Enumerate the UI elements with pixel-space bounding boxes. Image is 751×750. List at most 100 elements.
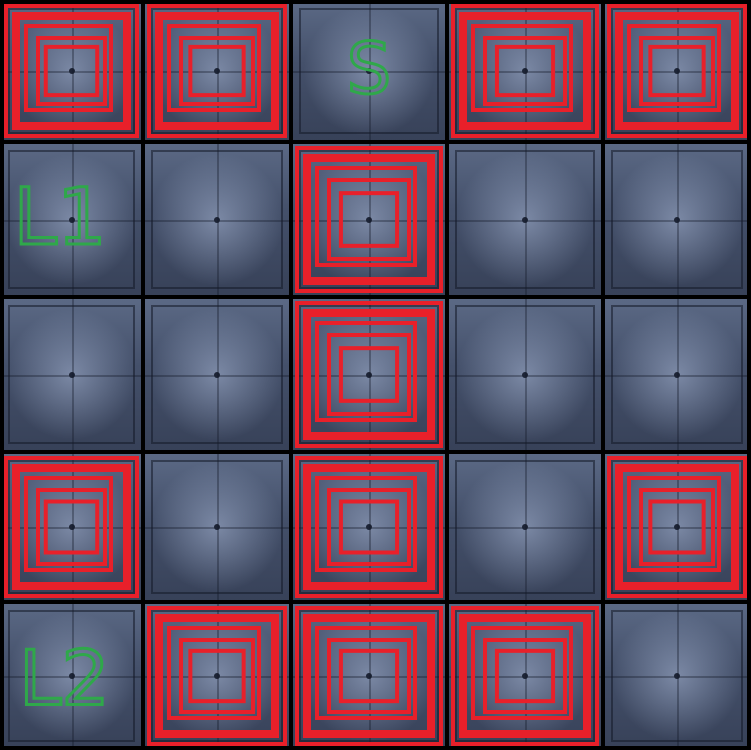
target-ring — [451, 4, 599, 138]
target-ring — [619, 16, 735, 126]
target-ring — [315, 166, 417, 267]
cell-label: S — [347, 28, 391, 110]
target-ring — [303, 309, 435, 440]
target-ring — [16, 468, 127, 586]
grid-line-vertical — [0, 0, 4, 750]
grid-line-vertical — [601, 0, 605, 750]
target-ring — [159, 16, 275, 126]
target-ring — [307, 313, 431, 436]
target-ring — [16, 16, 127, 126]
target-marker — [4, 4, 139, 138]
target-ring — [36, 488, 107, 566]
target-ring — [327, 488, 411, 566]
target-ring — [159, 618, 275, 734]
target-marker — [607, 4, 747, 138]
target-ring — [295, 456, 443, 598]
target-ring — [639, 36, 715, 106]
target-marker — [295, 456, 443, 598]
target-ring — [179, 36, 255, 106]
target-marker — [4, 456, 139, 598]
target-core — [43, 44, 100, 98]
target-ring — [315, 321, 417, 422]
grid-line-vertical — [141, 0, 145, 750]
target-marker — [295, 606, 443, 746]
target-ring — [619, 468, 735, 586]
target-ring — [463, 16, 587, 126]
target-ring — [463, 618, 587, 734]
floor-tile[interactable] — [603, 602, 751, 750]
target-ring — [459, 614, 591, 738]
grid-line-horizontal — [0, 140, 751, 144]
floor-tile[interactable] — [447, 297, 603, 452]
target-ring — [307, 158, 431, 281]
grid-line-horizontal — [0, 600, 751, 604]
target-ring — [179, 638, 255, 714]
target-ring — [36, 36, 107, 106]
grid-line-vertical — [747, 0, 751, 750]
target-ring — [147, 606, 287, 746]
target-ring — [24, 24, 113, 112]
target-ring — [167, 626, 261, 720]
target-ring — [295, 146, 443, 293]
grid-line-vertical — [289, 0, 293, 750]
target-core — [338, 346, 400, 403]
floor-tile[interactable] — [0, 602, 143, 750]
floor-tile[interactable] — [603, 297, 751, 452]
target-ring — [615, 12, 739, 130]
target-marker — [147, 606, 287, 746]
target-ring — [155, 614, 279, 738]
target-ring — [627, 476, 721, 572]
target-ring — [295, 606, 443, 746]
target-ring — [307, 618, 431, 734]
target-ring — [4, 456, 139, 598]
target-ring — [459, 12, 591, 130]
target-ring — [307, 468, 431, 586]
target-ring — [471, 24, 573, 112]
floor-tile[interactable] — [447, 452, 603, 602]
floor-tile[interactable] — [291, 0, 447, 142]
target-ring — [295, 301, 443, 448]
target-core — [338, 499, 400, 555]
grid-line-horizontal — [0, 295, 751, 299]
target-ring — [483, 36, 567, 106]
floor-tile[interactable] — [603, 142, 751, 297]
target-ring — [4, 4, 139, 138]
target-core — [338, 648, 400, 704]
target-marker — [451, 606, 599, 746]
floor-tile[interactable] — [143, 142, 291, 297]
target-ring — [24, 476, 113, 572]
floor-tile[interactable] — [143, 297, 291, 452]
target-ring — [12, 464, 131, 590]
target-ring — [627, 24, 721, 112]
floor-tile[interactable] — [447, 142, 603, 297]
cell-label: L2 — [19, 633, 110, 722]
target-ring — [167, 24, 261, 112]
grid-line-horizontal — [0, 450, 751, 454]
target-marker — [607, 456, 747, 598]
target-ring — [315, 476, 417, 572]
floor-tile[interactable] — [0, 142, 143, 297]
floor-tile[interactable] — [0, 297, 143, 452]
target-marker — [147, 4, 287, 138]
floor-tile[interactable] — [0, 0, 143, 142]
target-ring — [471, 626, 573, 720]
target-core — [648, 499, 706, 555]
target-core — [648, 44, 706, 98]
floor-tile[interactable] — [143, 452, 291, 602]
target-ring — [303, 614, 435, 738]
target-ring — [607, 4, 747, 138]
target-ring — [607, 456, 747, 598]
target-ring — [639, 488, 715, 566]
grid-line-horizontal — [0, 746, 751, 750]
target-core — [338, 191, 400, 248]
grid-line-vertical — [445, 0, 449, 750]
target-ring — [147, 4, 287, 138]
target-ring — [483, 638, 567, 714]
target-ring — [155, 12, 279, 130]
target-ring — [327, 178, 411, 261]
target-ring — [327, 638, 411, 714]
grid-line-horizontal — [0, 0, 751, 4]
target-ring — [615, 464, 739, 590]
